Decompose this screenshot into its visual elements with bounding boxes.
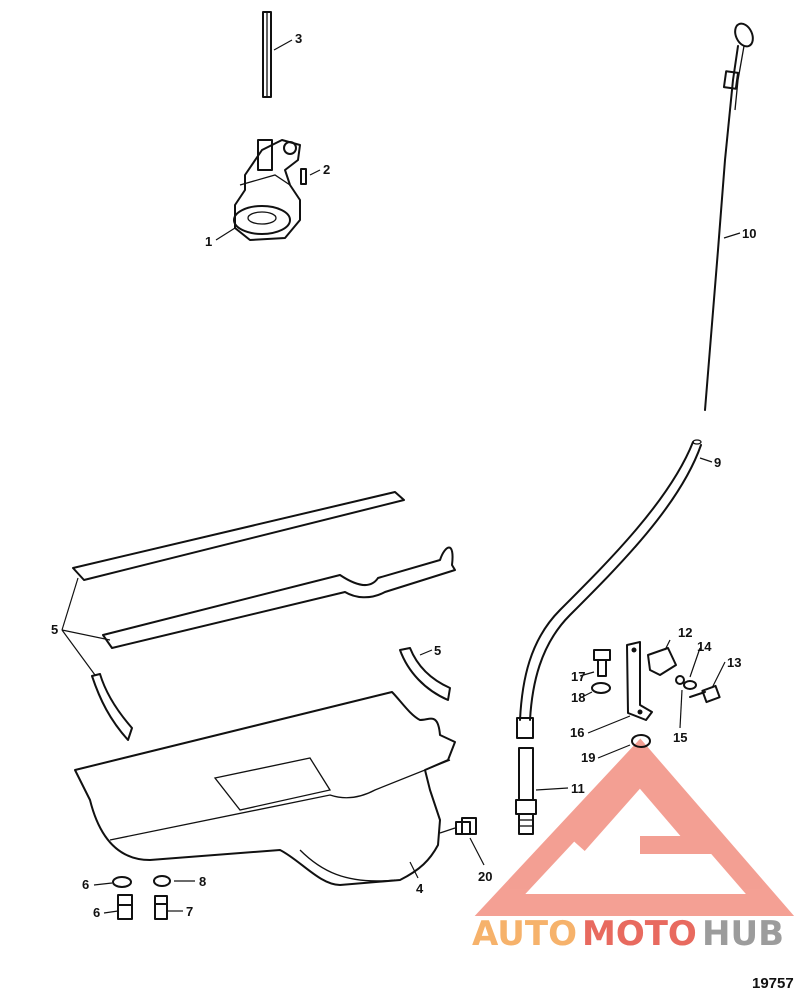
- callout-1: 1: [205, 234, 212, 249]
- callout-19: 18: [571, 690, 585, 705]
- part-3-rod: [262, 11, 272, 98]
- part-12-tube-fitting: [515, 747, 537, 835]
- callout-labels: 3 2 1 10 9 5 5 12 14 13 17 18 16 15 19 1…: [51, 31, 756, 920]
- part-15-nut: [683, 680, 697, 690]
- callout-10: 9: [714, 455, 721, 470]
- watermark-hub: HUB: [702, 914, 784, 954]
- automotohub-watermark: AUTO MOTO HUB: [472, 914, 784, 954]
- part-9-washer: [153, 875, 171, 887]
- part-18-bolt: [593, 649, 611, 677]
- callout-12: 11: [571, 781, 585, 796]
- part-5-end-seal-left: [91, 673, 133, 741]
- part-14-bolt: [689, 684, 721, 704]
- part-7-washer: [112, 876, 132, 888]
- part-19-washer: [591, 682, 611, 694]
- callout-14: 13: [727, 655, 741, 670]
- part-21-drain-plug: [455, 817, 477, 835]
- callout-5-left: 5: [51, 622, 58, 637]
- callout-4: 4: [416, 881, 424, 896]
- callout-16: 15: [673, 730, 687, 745]
- callout-5-right: 5: [434, 643, 441, 658]
- leader-lines: [61, 39, 741, 914]
- callout-3: 3: [295, 31, 302, 46]
- part-11-dipstick: [704, 22, 754, 411]
- figure-number: 19757: [752, 975, 794, 992]
- automotohub-logo-triangle: [474, 738, 795, 916]
- callout-2: 2: [323, 162, 330, 177]
- callout-18: 17: [571, 669, 585, 684]
- part-20-grommet: [631, 734, 651, 748]
- part-8-bolt: [154, 895, 168, 920]
- part-5-end-seal-right: [399, 647, 451, 701]
- callout-11: 10: [742, 226, 756, 241]
- part-1-oil-pump: [233, 139, 301, 241]
- part-17-bracket: [626, 641, 653, 721]
- callout-9: 8: [199, 874, 206, 889]
- callout-17: 16: [570, 725, 584, 740]
- callout-15: 14: [697, 639, 712, 654]
- part-6-bolt: [117, 894, 133, 920]
- part-16-washer: [675, 675, 685, 685]
- part-13-clip: [647, 647, 677, 676]
- callout-6: 6: [93, 905, 100, 920]
- callout-13: 12: [678, 625, 692, 640]
- watermark-auto: AUTO: [472, 914, 577, 954]
- callout-20: 19: [581, 750, 595, 765]
- callout-8: 7: [186, 904, 193, 919]
- watermark-moto: MOTO: [582, 914, 697, 954]
- part-5-pan-gasket-left: [72, 491, 405, 581]
- part-2-pin: [300, 168, 307, 185]
- part-5-pan-gasket-right: [102, 546, 456, 649]
- part-4-oil-pan: [74, 691, 456, 886]
- part-10-dipstick-tube: [516, 439, 702, 739]
- callout-21: 20: [478, 869, 492, 884]
- callout-7: 6: [82, 877, 89, 892]
